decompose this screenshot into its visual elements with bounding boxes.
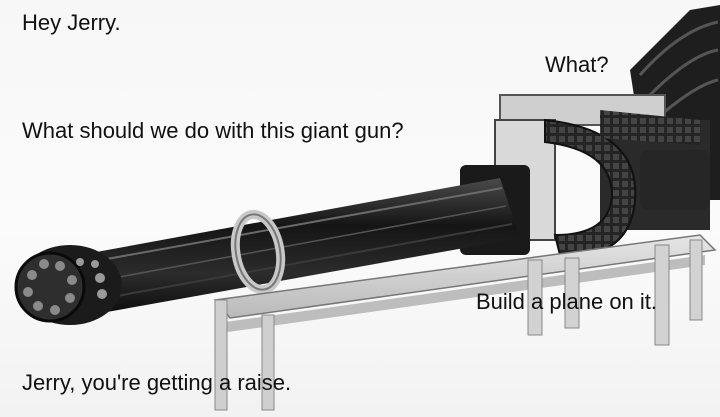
caption-hey-jerry: Hey Jerry. (22, 10, 121, 35)
caption-what: What? (545, 52, 609, 77)
gun-stand (213, 234, 717, 411)
gun-barrels (80, 178, 520, 315)
barrel-clamp (230, 209, 286, 295)
caption-build-plane: Build a plane on it. (476, 289, 658, 314)
gun-muzzle (14, 245, 122, 325)
caption-getting-raise: Jerry, you're getting a raise. (22, 370, 292, 395)
caption-giant-gun-question: What should we do with this giant gun? (22, 118, 404, 143)
